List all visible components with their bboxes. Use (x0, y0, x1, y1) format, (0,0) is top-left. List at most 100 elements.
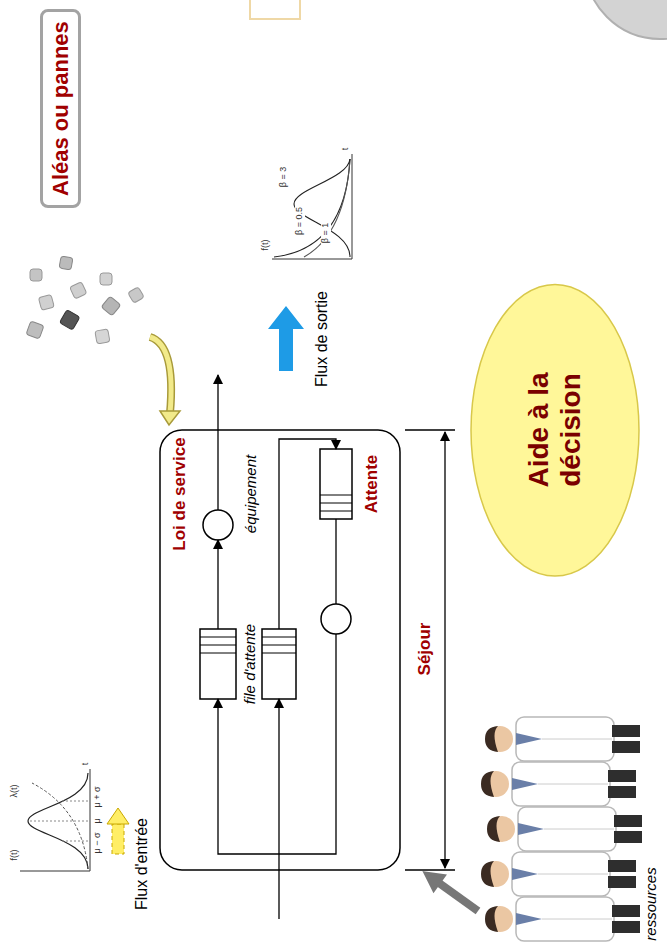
flow-label: Flux d'entrée (133, 818, 151, 910)
flow-wire (217, 540, 218, 629)
chart-axis (272, 259, 352, 260)
curve-label: β = 1 (321, 222, 331, 244)
density-curve (28, 773, 88, 869)
axis-label-holder: μ − σ (93, 832, 103, 855)
server (321, 604, 351, 634)
component-label-holder: Attente (362, 455, 382, 514)
flow-label-holder: Flux d'entrée (133, 818, 151, 910)
chart-axis (90, 769, 91, 871)
axis-label-holder: λ(t) (10, 784, 20, 799)
output-arrow (268, 306, 304, 371)
component-label: Loi de service (170, 437, 190, 550)
resource-arrow (439, 883, 478, 911)
component-label: équipement (242, 455, 259, 533)
weibull-chart (272, 154, 352, 259)
queue-body (320, 449, 352, 519)
hazard-curve (32, 783, 88, 869)
density-curve (304, 159, 350, 257)
dimension-label: Séjour (415, 623, 435, 676)
die (101, 296, 121, 316)
doctor (487, 807, 642, 851)
ellipse-shape (471, 284, 639, 576)
die (70, 282, 87, 299)
axis-label: f(t) (261, 239, 271, 252)
alert-box: Aléas ou pannes (40, 9, 81, 208)
die (59, 256, 73, 270)
axis-label: t (341, 147, 351, 152)
die (30, 269, 42, 281)
queue-slot (262, 653, 296, 654)
dimension-line (444, 432, 445, 868)
flow-wire (217, 375, 218, 510)
queue-slot (320, 503, 352, 504)
queue-slot (200, 645, 236, 646)
queue (320, 449, 352, 519)
flow-label-holder: Flux de sortie (313, 291, 331, 387)
axis-label-holder: t (341, 147, 351, 152)
component-label: Attente (362, 455, 382, 514)
axis-label-holder: t (81, 762, 91, 767)
axis-label: t (81, 762, 91, 767)
axis-label: f(t) (10, 849, 20, 862)
queue-body (262, 629, 296, 699)
density-curve (274, 159, 350, 257)
dice-picture (26, 256, 144, 344)
corner-frame (250, 0, 300, 19)
die (128, 287, 144, 303)
arrow-head (107, 808, 129, 824)
resource-label: ressources (642, 867, 659, 940)
die (38, 294, 54, 310)
doctor (481, 852, 636, 896)
dimension-tick (405, 429, 455, 430)
queue-slot (200, 637, 236, 638)
system-box (160, 430, 400, 870)
die (59, 310, 79, 330)
die (26, 321, 44, 339)
flow-label: Flux de sortie (313, 291, 331, 387)
flow-wire (278, 699, 279, 919)
curve-label-holder: β = 3 (279, 166, 289, 188)
resource-label-holder: ressources (642, 867, 659, 940)
chart-guide (30, 821, 88, 822)
component-label: file d'attente (241, 624, 258, 704)
flow-wire (335, 519, 336, 604)
curve-label-holder: β = 1 (321, 222, 331, 244)
input-arrow (107, 808, 129, 854)
component-label-holder: Loi de service (170, 437, 190, 550)
queue-body (200, 629, 236, 699)
die (95, 329, 110, 344)
density-curve (294, 159, 350, 257)
queue-slot (262, 637, 296, 638)
chart-axis (20, 871, 90, 872)
axis-label-holder: f(t) (10, 849, 20, 862)
alert-title: Aléas ou pannes (48, 21, 73, 196)
axis-label-holder: μ (93, 817, 103, 824)
curved-arrow (150, 337, 171, 413)
axis-label-holder: f(t) (261, 239, 271, 252)
component-label-holder: file d'attente (241, 624, 258, 704)
axis-label: μ (93, 817, 103, 824)
component-label-holder: équipement (242, 455, 259, 533)
axis-label: μ − σ (93, 832, 103, 855)
queue-slot (200, 653, 236, 654)
flow-wire (279, 439, 336, 629)
queue-slot (320, 495, 352, 496)
chart-guide (60, 801, 88, 802)
curve-label: β = 3 (279, 166, 289, 188)
feedback-wire (218, 634, 336, 854)
staff-picture (481, 717, 642, 941)
decision-text: Aide à la décision (523, 345, 587, 515)
queue (200, 629, 236, 699)
axis-label: μ + σ (93, 786, 103, 809)
normal-chart (20, 769, 90, 871)
chart-guide (60, 841, 88, 842)
curved-arrow-outline (150, 337, 171, 413)
decision-ellipse: Aide à la décision (470, 283, 640, 577)
queue-slot (320, 511, 352, 512)
chart-axis (352, 154, 353, 259)
arrow-body (112, 824, 124, 854)
corner-disc (585, 0, 667, 39)
resource-arrow-head (425, 873, 444, 890)
queue (262, 629, 296, 699)
die (100, 273, 112, 285)
